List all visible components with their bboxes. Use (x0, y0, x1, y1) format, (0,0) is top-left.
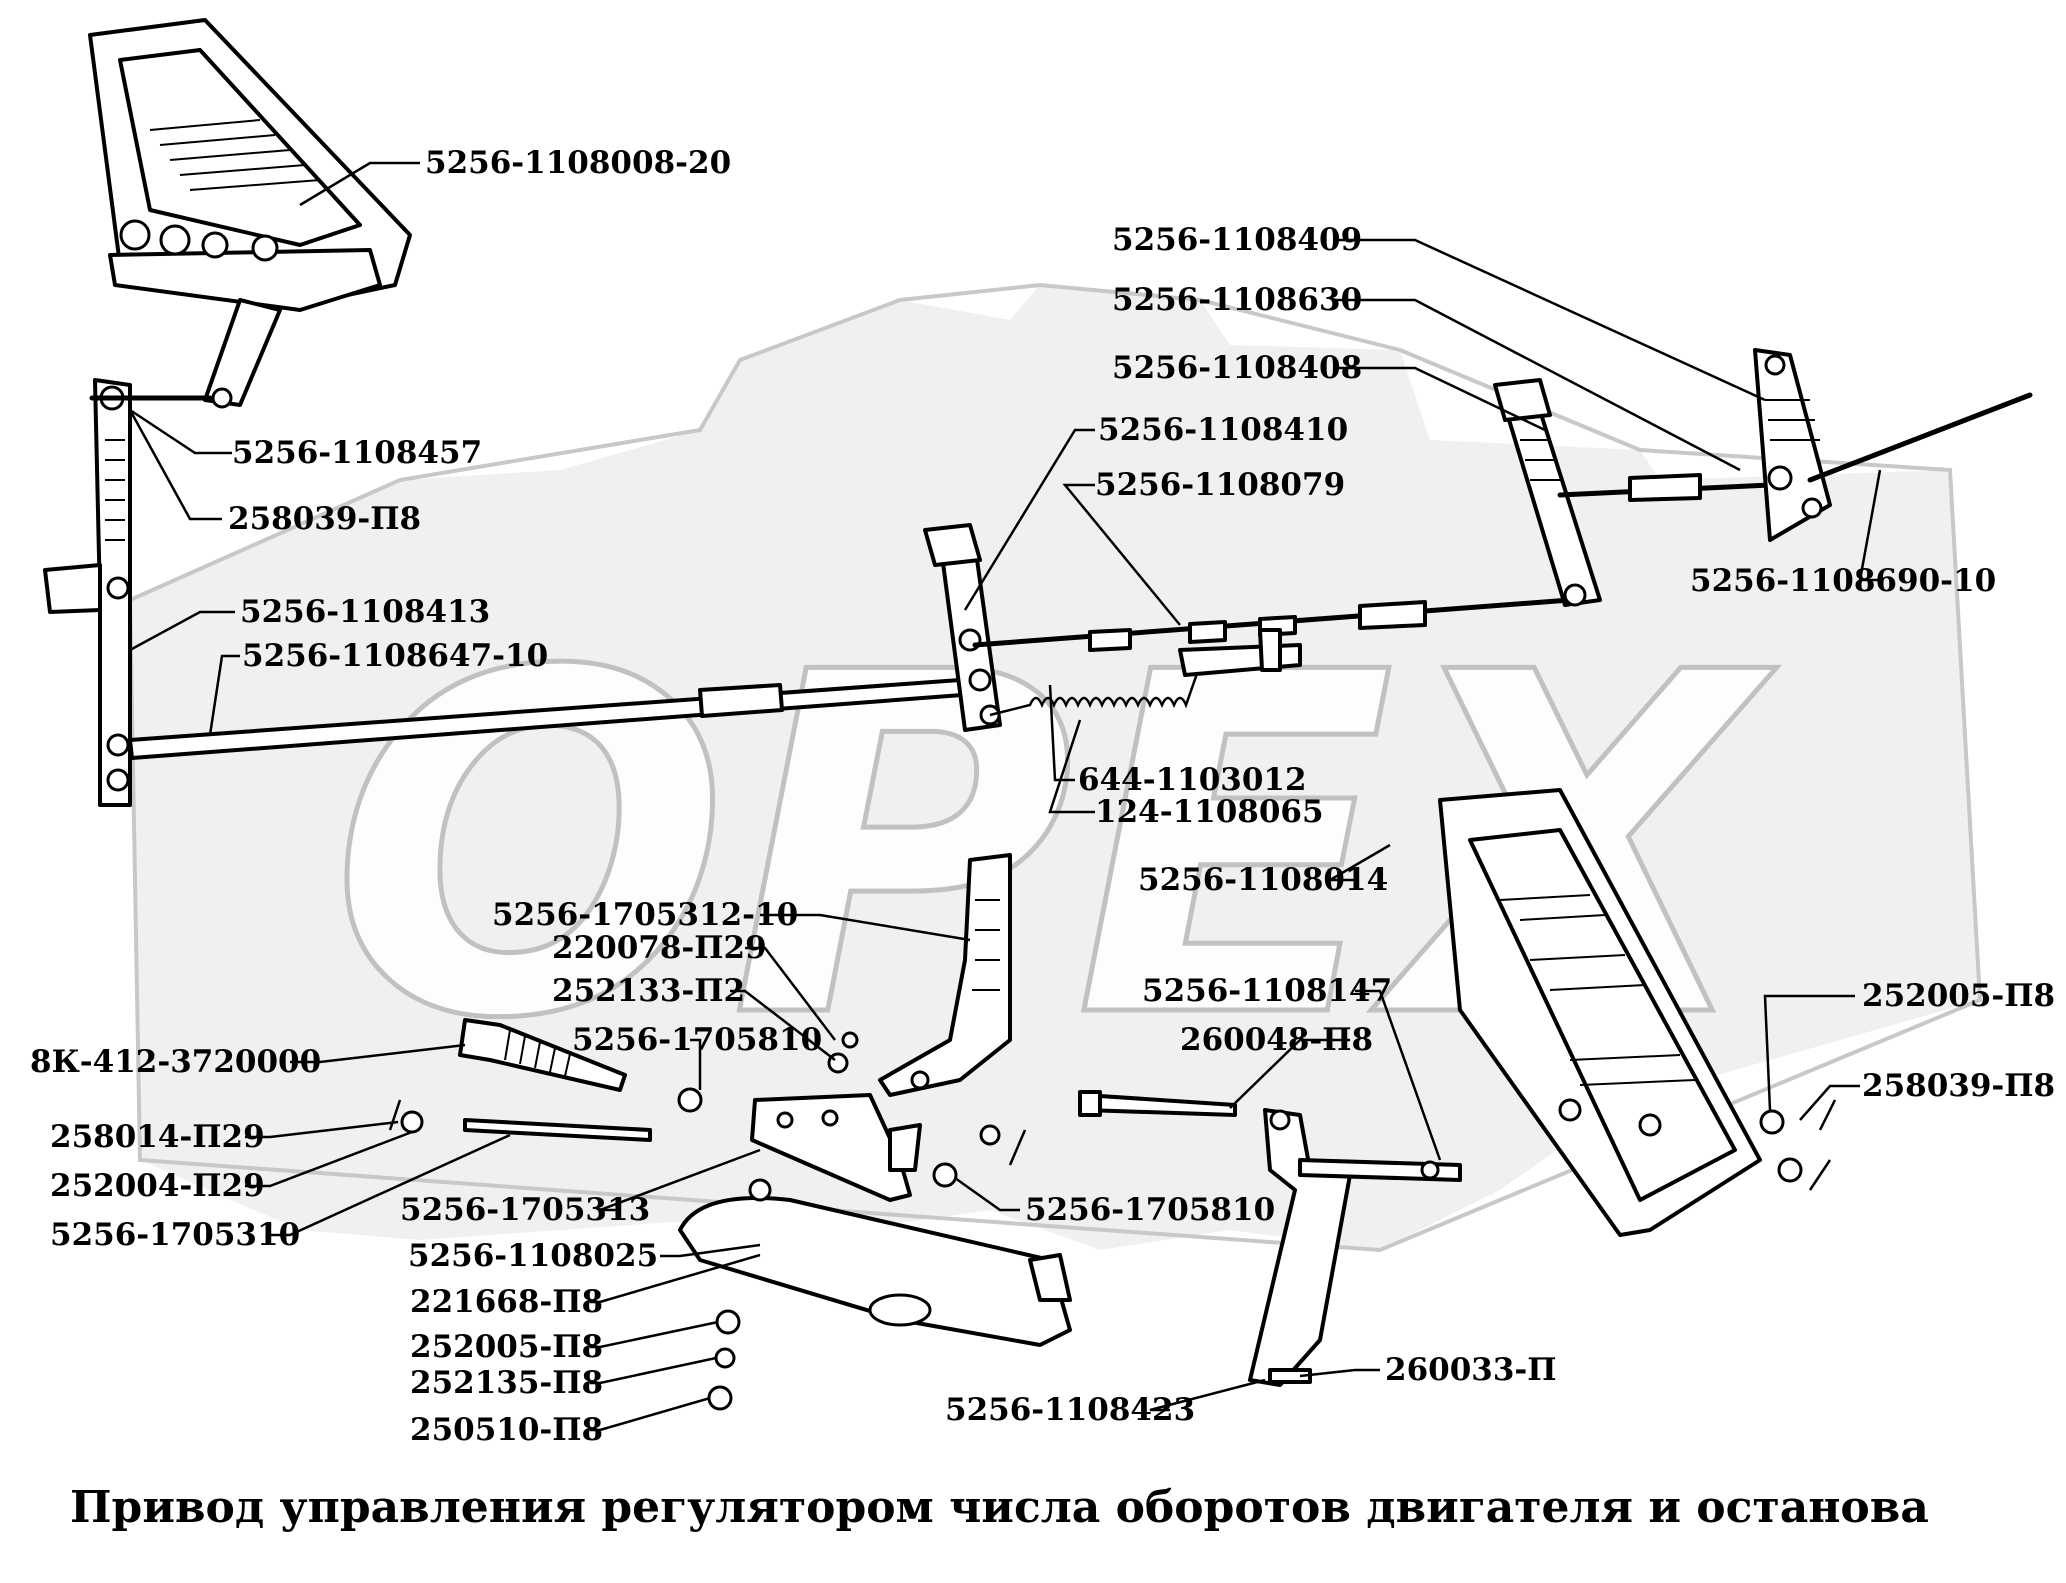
pin-part (463, 1118, 652, 1142)
accelerator-pedal-part (88, 18, 412, 312)
label-220078-p29: 220078-П29 (552, 930, 767, 966)
part-labels: 5256-1108008-20 5256-1108409 5256-110863… (30, 145, 2055, 1448)
label-5256-1108630: 5256-1108630 (1112, 282, 1362, 318)
label-5256-1108457: 5256-1108457 (232, 435, 482, 471)
hand-lever-part (878, 853, 1012, 1097)
label-124-1108065: 124-1108065 (1095, 794, 1324, 830)
label-5256-1108413: 5256-1108413 (240, 594, 490, 630)
label-221668-p8: 221668-П8 (410, 1284, 603, 1320)
label-5256-1108079: 5256-1108079 (1095, 467, 1345, 503)
label-5256-1705312-10: 5256-1705312-10 (492, 897, 798, 933)
diagram-title: Привод управления регулятором числа обор… (70, 1482, 1929, 1533)
base-plate-part (678, 1178, 1072, 1347)
label-260033-p: 260033-П (1385, 1352, 1557, 1388)
lever-bracket-part (750, 1093, 922, 1202)
label-258039-p8-right: 258039-П8 (1862, 1068, 2055, 1104)
label-5256-1108008-20: 5256-1108008-20 (425, 145, 731, 181)
label-260048-p8: 260048-П8 (1180, 1022, 1373, 1058)
stop-lever-part (1248, 1108, 1462, 1387)
label-644-1103012: 644-1103012 (1078, 762, 1307, 798)
label-5256-1705313: 5256-1705313 (400, 1192, 650, 1228)
spring-part (989, 628, 1302, 717)
label-8k-412-3720000: 8К-412-3720000 (30, 1044, 321, 1080)
label-252005-p8-bottom: 252005-П8 (410, 1329, 603, 1365)
label-258039-p8-left: 258039-П8 (228, 501, 421, 537)
label-5256-1108014: 5256-1108014 (1138, 862, 1388, 898)
label-252004-p29: 252004-П29 (50, 1168, 265, 1204)
leader-lines (128, 161, 1882, 1432)
label-5256-1108147: 5256-1108147 (1142, 973, 1392, 1009)
upper-rod-part (972, 597, 1573, 652)
label-250510-p8: 250510-П8 (410, 1412, 603, 1448)
label-258014-p29: 258014-П29 (50, 1119, 265, 1155)
label-5256-1108410: 5256-1108410 (1098, 412, 1348, 448)
link-lever-part (203, 298, 282, 409)
middle-lever-part (923, 523, 1002, 732)
label-5256-1108647-10: 5256-1108647-10 (242, 638, 548, 674)
label-5256-1705810-top: 5256-1705810 (572, 1022, 822, 1058)
label-252005-p8-right: 252005-П8 (1862, 978, 2055, 1014)
right-lever-part (1493, 378, 1773, 607)
bracket-plate-part (1753, 348, 2033, 542)
vertical-lever-part (43, 378, 213, 807)
label-5256-1108408: 5256-1108408 (1112, 350, 1362, 386)
bolt-part (1078, 1090, 1237, 1117)
label-5256-1705810-bottom: 5256-1705810 (1025, 1192, 1275, 1228)
label-252135-p8: 252135-П8 (410, 1365, 603, 1401)
label-252133-p2: 252133-П2 (552, 973, 745, 1009)
label-5256-1108423: 5256-1108423 (945, 1392, 1195, 1428)
screw-part (458, 1018, 627, 1092)
label-5256-1108409: 5256-1108409 (1112, 222, 1362, 258)
label-5256-1108025: 5256-1108025 (408, 1238, 658, 1274)
label-5256-1705310: 5256-1705310 (50, 1217, 300, 1253)
stop-pedal-part (1438, 788, 1762, 1237)
label-5256-1108690-10: 5256-1108690-10 (1690, 563, 1996, 599)
